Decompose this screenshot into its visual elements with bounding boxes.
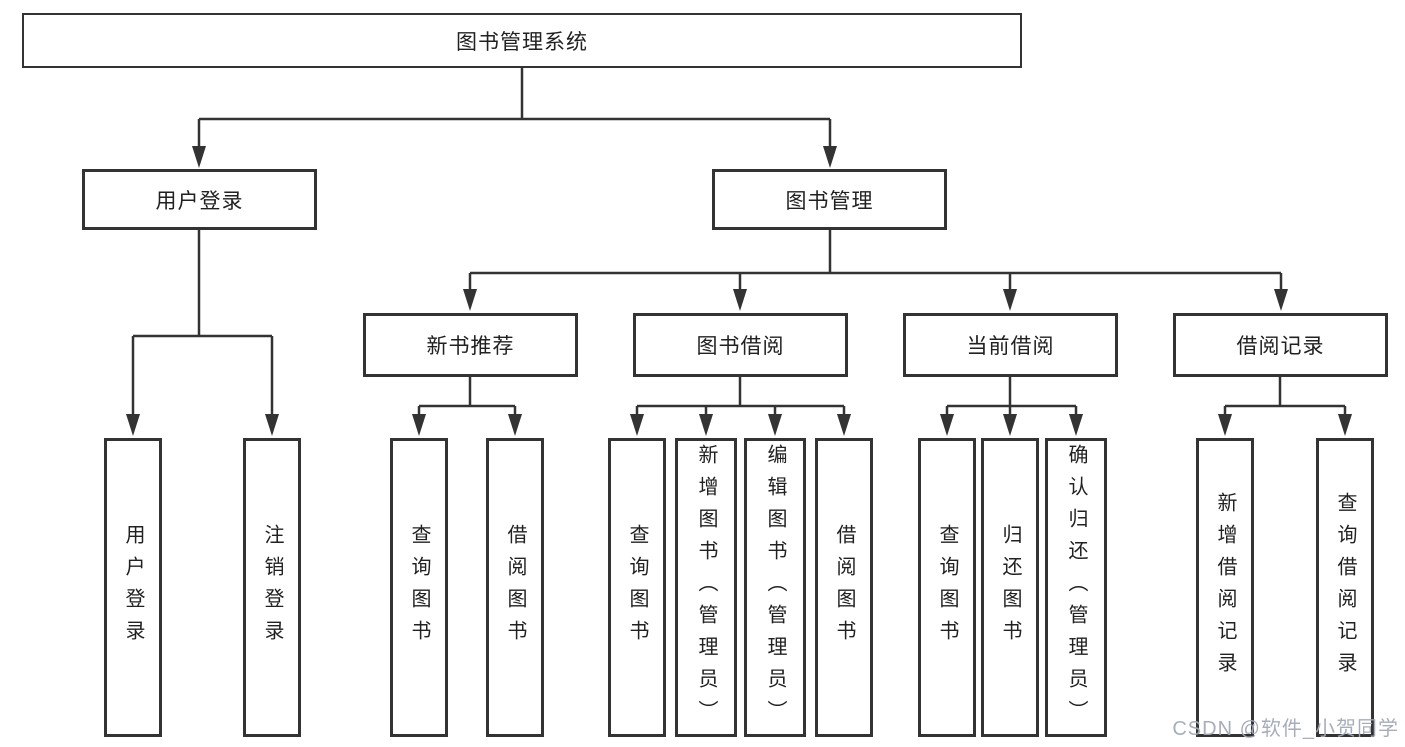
leaf-add-book-admin: 新增图书（管理员） <box>675 438 737 737</box>
leaf-edit-book-admin: 编辑图书（管理员） <box>744 438 806 737</box>
leaf-label: 查询借阅记录 <box>1334 491 1356 684</box>
leaf-label: 新增图书（管理员） <box>695 443 717 732</box>
leaf-borrow-books: 借阅图书 <box>815 438 873 737</box>
arrow-down-icon <box>508 414 522 436</box>
leaf-label: 注销登录 <box>261 523 283 652</box>
arrow-down-icon <box>733 289 747 311</box>
arrow-down-icon <box>1218 414 1232 436</box>
leaf-label: 新增借阅记录 <box>1214 491 1236 684</box>
node-book-borrowing: 图书借阅 <box>633 313 848 377</box>
node-borrowing-records: 借阅记录 <box>1173 313 1388 377</box>
node-current-borrowing: 当前借阅 <box>903 313 1118 377</box>
leaf-label: 查询图书 <box>408 523 430 652</box>
arrow-down-icon <box>412 414 426 436</box>
arrow-down-icon <box>265 414 279 436</box>
leaf-add-borrow-record: 新增借阅记录 <box>1196 438 1254 737</box>
arrow-down-icon <box>1069 414 1083 436</box>
leaf-label: 确认归还（管理员） <box>1065 443 1087 732</box>
arrow-down-icon <box>699 414 713 436</box>
arrow-down-icon <box>1274 289 1288 311</box>
leaf-user-login: 用户登录 <box>104 438 162 737</box>
leaf-return-book: 归还图书 <box>981 438 1039 737</box>
arrow-down-icon <box>630 414 644 436</box>
node-user-login: 用户登录 <box>82 169 317 230</box>
node-new-book-recommendation: 新书推荐 <box>363 313 578 377</box>
arrow-down-icon <box>192 146 206 168</box>
leaf-label: 归还图书 <box>999 523 1021 652</box>
leaf-label: 借阅图书 <box>833 523 855 652</box>
leaf-label: 查询图书 <box>626 523 648 652</box>
csdn-watermark: CSDN @软件_小贺同学 <box>1172 718 1399 740</box>
leaf-borrow-books-recommend: 借阅图书 <box>486 438 544 737</box>
leaf-query-books-recommend: 查询图书 <box>390 438 448 737</box>
arrow-down-icon <box>823 146 837 168</box>
arrow-down-icon <box>1003 289 1017 311</box>
arrow-down-icon <box>126 414 140 436</box>
arrow-down-icon <box>1338 414 1352 436</box>
arrow-down-icon <box>837 414 851 436</box>
leaf-confirm-return-admin: 确认归还（管理员） <box>1045 438 1107 737</box>
arrow-down-icon <box>768 414 782 436</box>
root-node-book-management-system: 图书管理系统 <box>22 13 1022 68</box>
leaf-query-borrow-record: 查询借阅记录 <box>1316 438 1374 737</box>
leaf-label: 借阅图书 <box>504 523 526 652</box>
arrow-down-icon <box>463 289 477 311</box>
leaf-label: 用户登录 <box>122 523 144 652</box>
leaf-label: 查询图书 <box>936 523 958 652</box>
leaf-label: 编辑图书（管理员） <box>764 443 786 732</box>
leaf-query-books-current: 查询图书 <box>918 438 976 737</box>
node-book-management: 图书管理 <box>712 169 947 230</box>
arrow-down-icon <box>1003 414 1017 436</box>
leaf-query-books-borrowing: 查询图书 <box>608 438 666 737</box>
leaf-logout: 注销登录 <box>243 438 301 737</box>
arrow-down-icon <box>940 414 954 436</box>
